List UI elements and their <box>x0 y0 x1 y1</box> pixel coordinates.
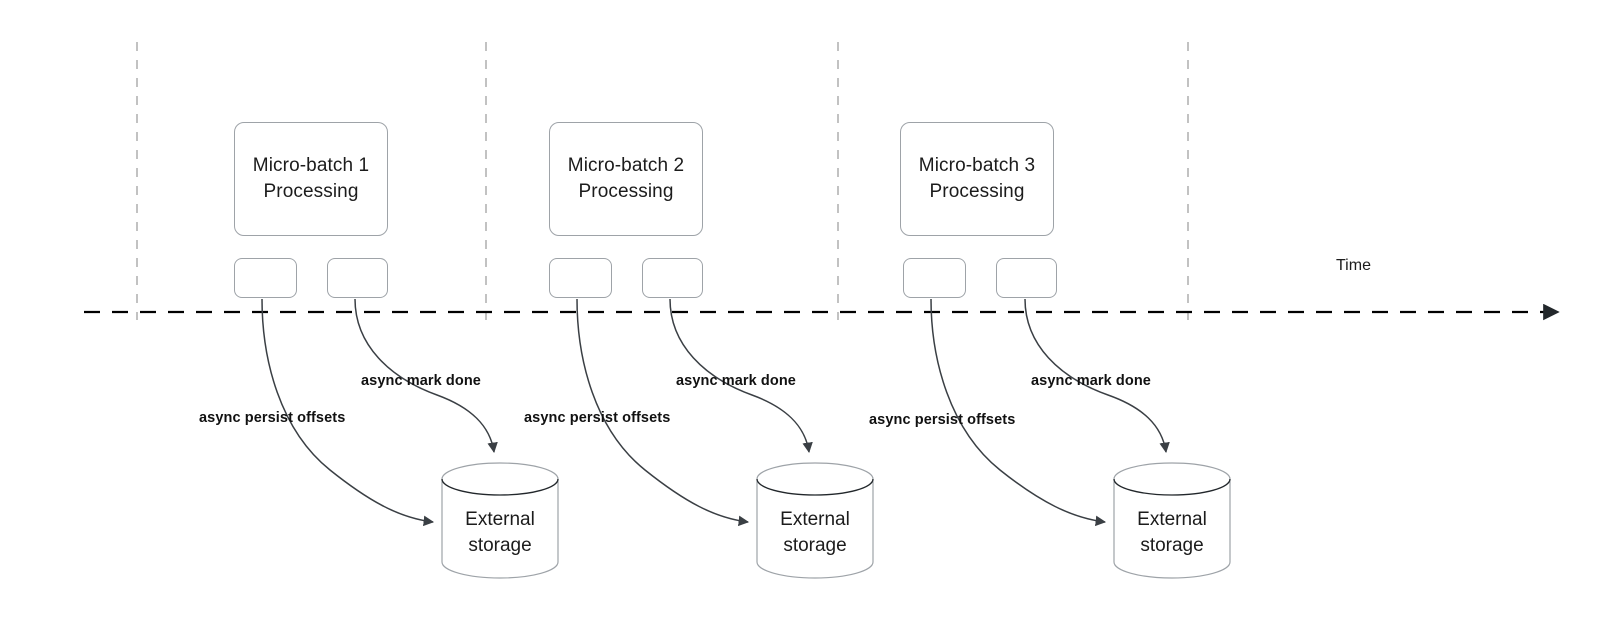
flow-edges <box>261 298 1170 527</box>
async-mark-done-label-3: async mark done <box>1031 373 1151 389</box>
async-persist-offsets-label-3: async persist offsets <box>869 412 1016 428</box>
async-mark-done-edge-2 <box>669 298 813 454</box>
micro-batch-processing-label: Micro-batch 2 Processing <box>567 155 685 202</box>
persist-offsets-task-2[interactable] <box>549 258 612 298</box>
micro-batch-processing-label: Micro-batch 1 Processing <box>252 155 370 202</box>
async-persist-offsets-edge-1 <box>261 298 435 527</box>
async-persist-offsets-edge-2 <box>576 298 750 527</box>
micro-batch-processing-box-1[interactable]: Micro-batch 1 Processing <box>234 122 388 236</box>
storage-cylinder-body-2 <box>756 462 874 579</box>
async-persist-offsets-label-1: async persist offsets <box>199 410 346 426</box>
storage-cylinder-body-1 <box>441 462 559 579</box>
async-persist-offsets-edge-3 <box>930 298 1107 527</box>
storage-cylinder-cap-1 <box>441 478 559 496</box>
storage-cylinders <box>441 462 1231 579</box>
micro-batch-processing-box-3[interactable]: Micro-batch 3 Processing <box>900 122 1054 236</box>
time-axis-label: Time <box>1336 257 1371 274</box>
persist-offsets-task-3[interactable] <box>903 258 966 298</box>
mark-done-task-3[interactable] <box>996 258 1057 298</box>
async-mark-done-label-2: async mark done <box>676 373 796 389</box>
async-persist-offsets-label-2: async persist offsets <box>524 410 671 426</box>
micro-batch-processing-box-2[interactable]: Micro-batch 2 Processing <box>549 122 703 236</box>
async-mark-done-edge-3 <box>1024 298 1170 454</box>
micro-batch-processing-label: Micro-batch 3 Processing <box>918 155 1036 202</box>
storage-cylinder-body-3 <box>1113 462 1231 579</box>
persist-offsets-task-1[interactable] <box>234 258 297 298</box>
storage-cylinder-cap-2 <box>756 478 874 496</box>
storage-cylinder-cap-3 <box>1113 478 1231 496</box>
mark-done-task-2[interactable] <box>642 258 703 298</box>
async-mark-done-edge-1 <box>354 298 498 454</box>
async-mark-done-label-1: async mark done <box>361 373 481 389</box>
mark-done-task-1[interactable] <box>327 258 388 298</box>
